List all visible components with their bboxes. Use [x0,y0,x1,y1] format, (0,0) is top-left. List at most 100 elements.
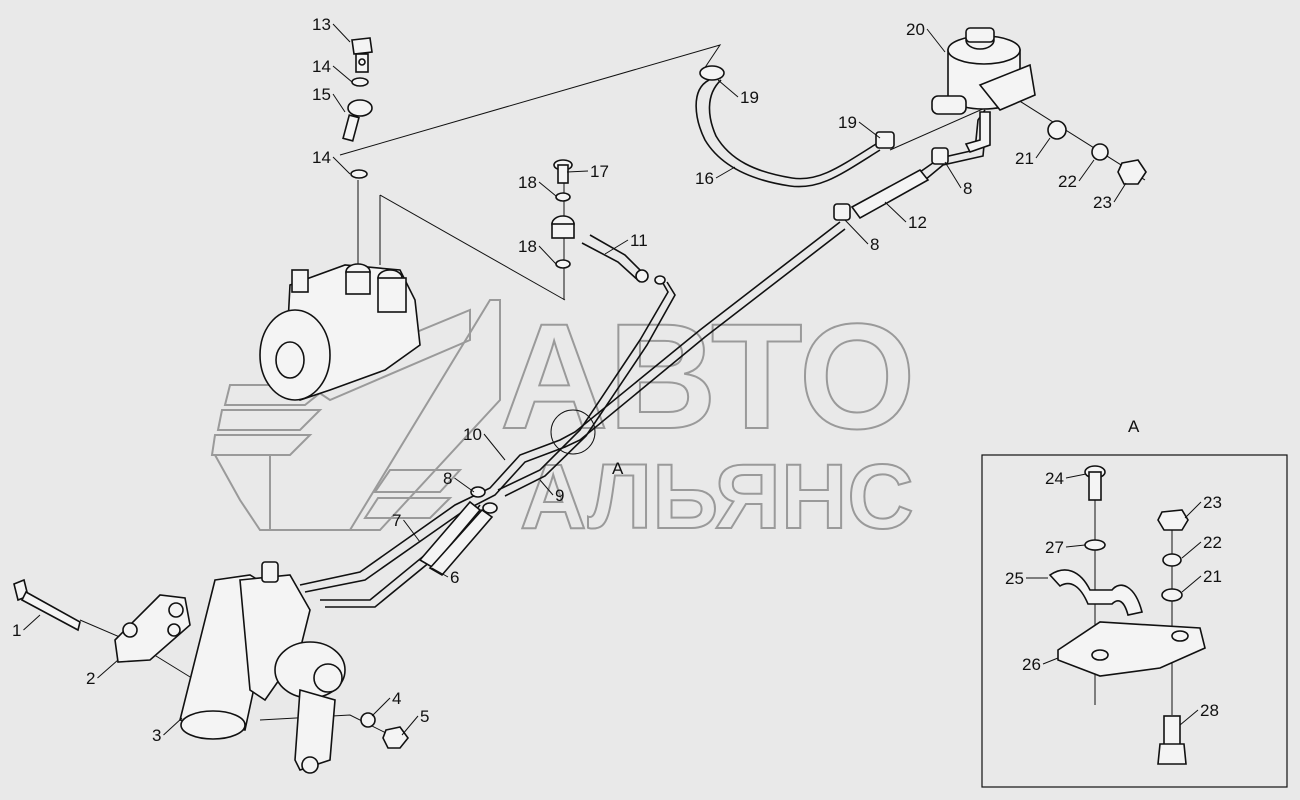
callout-leader-d26 [1042,657,1059,665]
callout-label-c7: 7 [392,511,401,530]
callout-leader-c8b [844,219,869,245]
callout-label-d21: 21 [1203,567,1222,586]
nut-5 [382,726,410,749]
callout-leader-c18a [538,181,557,197]
callout-leader-c15 [332,93,346,113]
washer-18-top [555,192,571,202]
washer-14-bottom [350,169,368,179]
callout-label-c3: 3 [152,726,161,745]
detail-bolt-24 [1084,465,1106,501]
callout-leader-c2 [97,659,119,679]
callout-leader-c14b [332,156,351,175]
oil-reservoir-20 [931,27,1036,153]
callout-leader-c11 [604,239,629,255]
hose-clamp-8-top [931,147,949,165]
callout-label-c22: 22 [1058,172,1077,191]
callout-label-c2: 2 [86,669,95,688]
callout-label-c10: 10 [463,425,482,444]
hose-7 [418,500,482,569]
hose-clamp-8-lower [470,486,486,498]
callout-leader-d22 [1181,541,1202,559]
detail-view-a [981,454,1288,788]
callout-leader-c19a [717,79,739,98]
callout-label-c8b: 8 [870,235,879,254]
callout-label-c19a: 19 [740,88,759,107]
parts [13,27,1147,774]
callout-label-d25: 25 [1005,569,1024,588]
banjo-fitting-15 [342,99,373,142]
detail-nut-23 [1157,509,1189,531]
callout-label-c14a: 14 [312,57,331,76]
callout-leader-c13 [332,23,351,43]
detail-frame [981,454,1288,788]
callout-label-c15: 15 [312,85,331,104]
washer-14-top [351,77,369,87]
callout-leader-c16 [715,166,736,179]
watermark-line2: АЛЬЯНС [520,446,914,548]
banjo-fitting-11 [551,215,666,285]
callout-leader-c1 [23,614,41,631]
callout-leader-c7 [403,519,421,543]
callout-label-c18a: 18 [518,173,537,192]
bolt-1 [13,578,81,632]
callout-label-c13: 13 [312,15,331,34]
callout-label-c16: 16 [695,169,714,188]
callout-label-d28: 28 [1200,701,1219,720]
callout-label-d23: 23 [1203,493,1222,512]
hose-clamp-19-top [699,65,725,81]
view-a-label: A [612,459,624,478]
callout-label-c4: 4 [392,689,401,708]
banjo-bolt-17 [553,159,573,184]
callout-label-c23: 23 [1093,193,1112,212]
callout-label-c8c: 8 [443,469,452,488]
callout-leader-c18b [538,245,557,265]
callout-leader-c8a [944,161,962,189]
callout-leader-d21 [1181,575,1202,593]
callout-label-c18b: 18 [518,237,537,256]
callout-leader-c14a [332,65,353,83]
callout-leader-c4 [371,697,391,717]
watermark-logo: АВТО АЛЬЯНС [210,291,917,549]
callout-label-c9: 9 [555,486,564,505]
callout-label-d24: 24 [1045,469,1064,488]
nut-23 [1117,159,1147,185]
callout-label-c14b: 14 [312,148,331,167]
washer-21 [1047,120,1067,140]
callout-label-c8a: 8 [963,179,972,198]
callout-leader-c19b [858,121,881,139]
view-a-circle [550,409,596,455]
bracket-2 [114,594,191,663]
washer-4 [360,712,376,728]
banjo-bolt-13 [351,37,373,73]
power-steering-pump [259,263,421,401]
callout-leader-c6 [431,567,449,578]
detail-washer-27 [1084,539,1106,551]
callout-leader-c22 [1078,159,1095,182]
callout-label-d22: 22 [1203,533,1222,552]
callout-leader-c21 [1035,137,1051,159]
callout-label-c6: 6 [450,568,459,587]
hose-clamp-8-mid [833,203,851,221]
callout-leader-c20 [926,28,946,53]
callout-label-c1: 1 [12,621,21,640]
watermark-line1: АВТО [500,292,916,460]
callout-leader-c23 [1113,182,1127,203]
callout-leader-d27 [1065,544,1086,548]
detail-bracket-hole [1171,630,1189,642]
detail-washer-21 [1161,588,1183,602]
callout-leader-c10 [483,433,506,461]
detail-title: A [1128,417,1140,436]
callout-label-c17: 17 [590,162,609,181]
callout-leader-c8c [454,477,475,493]
callout-label-d27: 27 [1045,538,1064,557]
washer-18-bottom [555,259,571,269]
callout-leader-d24 [1065,473,1087,479]
callout-leader-c3 [163,717,183,736]
callout-leader-d28 [1179,709,1199,726]
detail-lockwasher-22 [1162,553,1182,567]
callout-label-d26: 26 [1022,655,1041,674]
callout-label-c5: 5 [420,707,429,726]
